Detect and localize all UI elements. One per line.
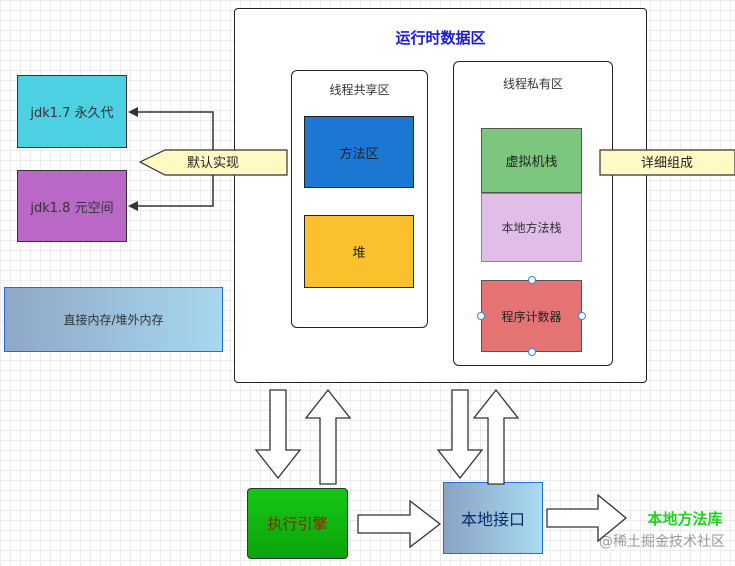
default-impl-connector bbox=[136, 111, 214, 207]
native-method-stack-node[interactable]: 本地方法栈 bbox=[481, 193, 582, 262]
jdk17-permgen-node[interactable]: jdk1.7 永久代 bbox=[17, 75, 127, 148]
selection-handle-bottom[interactable] bbox=[528, 348, 536, 356]
jdk18-metaspace-node[interactable]: jdk1.8 元空间 bbox=[17, 170, 127, 242]
thread-shared-area-title: 线程共享区 bbox=[329, 82, 390, 97]
selection-handle-left[interactable] bbox=[477, 312, 485, 320]
arrowhead-to-jdk17 bbox=[128, 107, 138, 117]
thread-private-area-title: 线程私有区 bbox=[502, 76, 563, 91]
detail-callout[interactable] bbox=[599, 149, 735, 176]
direct-memory-node[interactable]: 直接内存/堆外内存 bbox=[4, 287, 223, 352]
method-area-node[interactable]: 方法区 bbox=[304, 116, 414, 188]
default-impl-callout[interactable] bbox=[138, 149, 288, 176]
selection-handle-right[interactable] bbox=[578, 312, 586, 320]
heap-node[interactable]: 堆 bbox=[304, 215, 414, 288]
arrow-down-to-native-interface bbox=[436, 389, 484, 480]
arrowhead-to-jdk18 bbox=[128, 201, 138, 211]
native-interface-node[interactable]: 本地接口 bbox=[443, 482, 543, 554]
watermark: @稀土掘金技术社区 bbox=[599, 534, 725, 550]
arrow-exec-to-native-interface bbox=[357, 499, 442, 549]
default-impl-label: 默认实现 bbox=[187, 155, 239, 171]
native-library-label: 本地方法库 bbox=[647, 509, 723, 528]
runtime-data-area-title: 运行时数据区 bbox=[395, 28, 486, 47]
selection-handle-top[interactable] bbox=[528, 276, 536, 284]
arrow-down-to-exec-engine bbox=[254, 389, 302, 480]
arrow-up-from-native-interface bbox=[472, 388, 520, 485]
vm-stack-node[interactable]: 虚拟机栈 bbox=[481, 128, 582, 193]
execution-engine-node[interactable]: 执行引擎 bbox=[247, 488, 348, 559]
arrow-native-interface-to-library bbox=[546, 493, 628, 543]
pc-register-node[interactable]: 程序计数器 bbox=[481, 280, 582, 352]
arrow-up-from-exec-engine bbox=[304, 388, 352, 485]
detail-label: 详细组成 bbox=[641, 156, 693, 171]
